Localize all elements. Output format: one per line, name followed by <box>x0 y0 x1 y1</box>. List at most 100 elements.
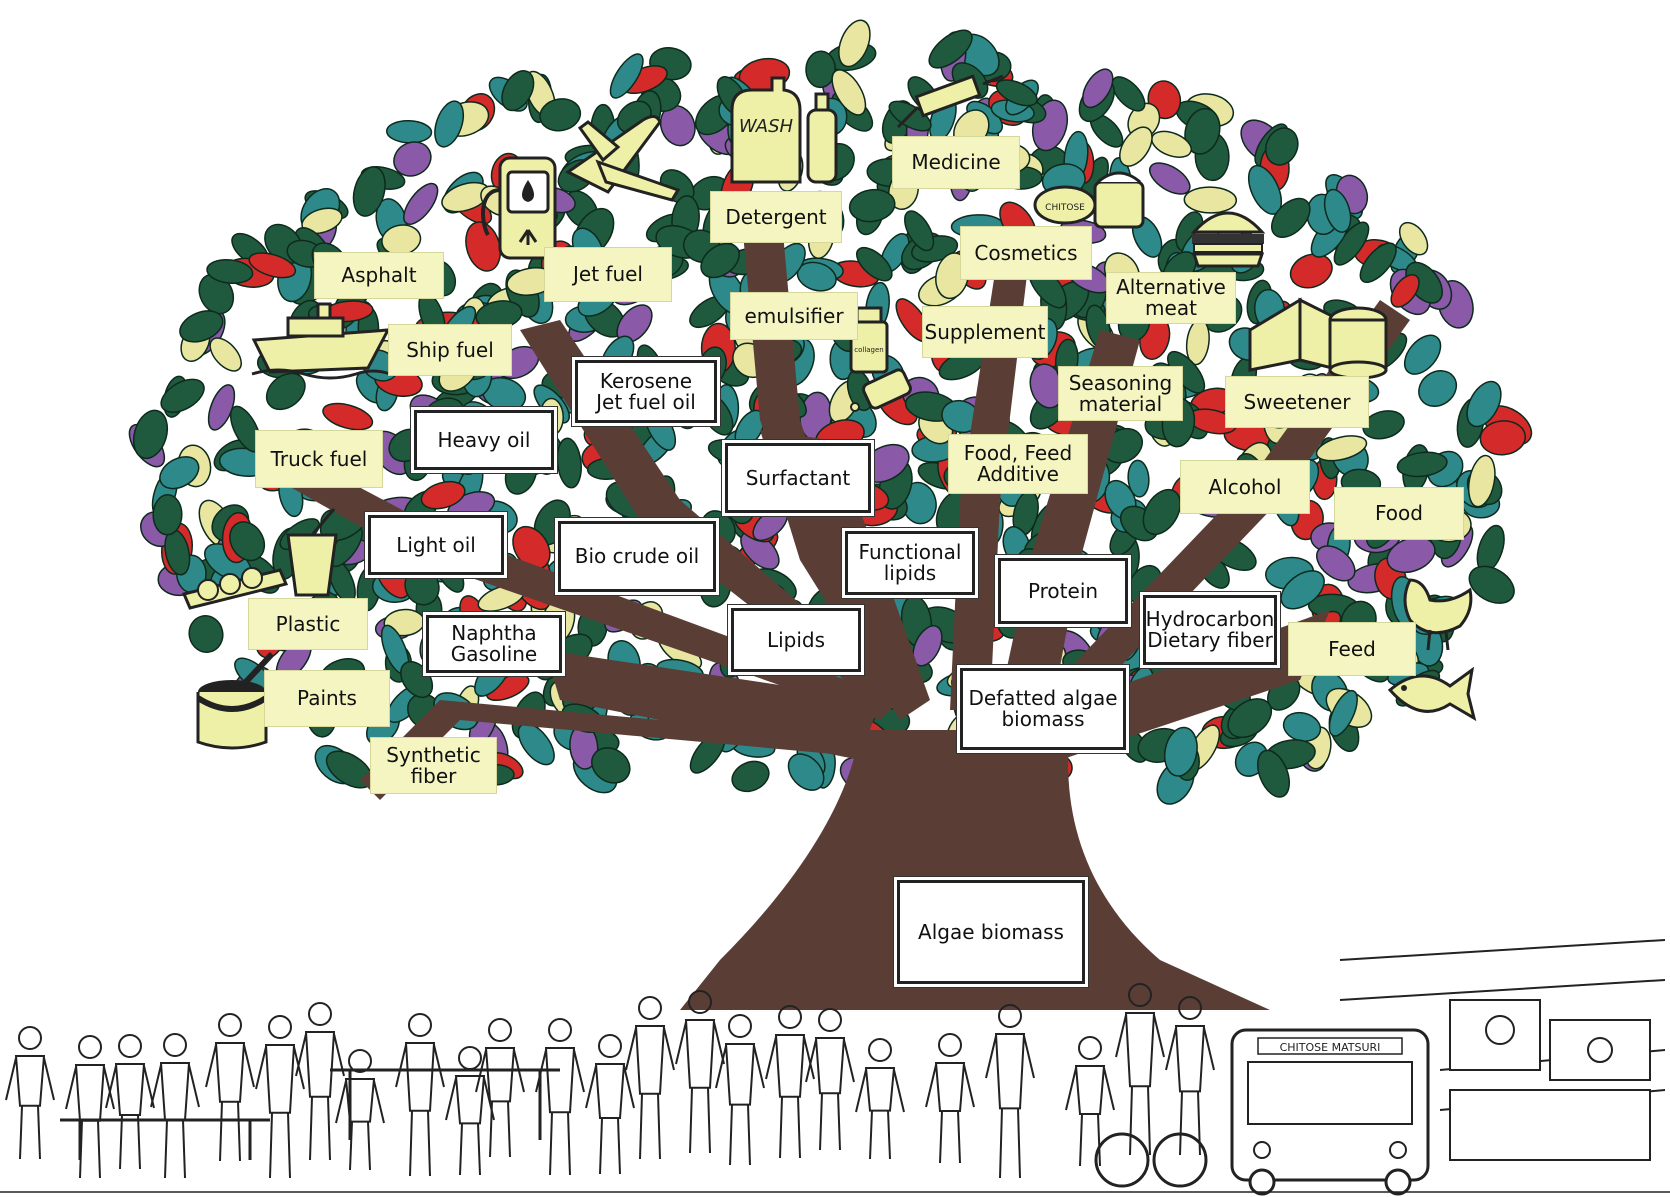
supplement-label: collagen <box>854 346 884 354</box>
label-alcohol: Alcohol <box>1180 460 1310 514</box>
burger-icon <box>1190 211 1266 268</box>
leaf <box>159 456 200 490</box>
leaf <box>1082 68 1114 109</box>
label-lipids: Lipids <box>731 608 861 672</box>
tables <box>60 1068 560 1160</box>
leaf <box>209 337 242 372</box>
supplement-bottle-icon: collagen <box>849 306 912 412</box>
bus-sign: CHITOSE MATSURI <box>1280 1041 1381 1054</box>
chicken-icon <box>1403 578 1473 651</box>
leaf <box>1119 126 1153 167</box>
leaf <box>856 246 893 282</box>
leaf <box>393 141 432 177</box>
label-truck-fuel: Truck fuel <box>255 430 383 488</box>
leaf <box>1270 197 1311 239</box>
label-ship-fuel: Ship fuel <box>388 324 512 376</box>
leaf <box>1418 370 1458 407</box>
leaf <box>731 760 770 793</box>
person-figure <box>395 1013 445 1177</box>
label-synthetic-fiber: Synthetic fiber <box>370 737 497 794</box>
person-figure <box>585 1034 635 1175</box>
leaf <box>1479 420 1527 456</box>
label-asphalt: Asphalt <box>314 252 444 299</box>
jar-label: CHITOSE <box>1045 203 1085 213</box>
leaf <box>556 437 582 489</box>
leaf <box>1315 435 1368 462</box>
leaf <box>1323 188 1352 233</box>
leaf <box>1359 242 1397 283</box>
leaf <box>403 182 439 225</box>
bicycle <box>1094 1132 1208 1188</box>
leaf <box>904 210 935 252</box>
detergent-bottle-icon: WASH <box>730 76 838 184</box>
airplane-icon <box>565 115 681 202</box>
leaf <box>265 372 306 411</box>
leaf <box>591 747 631 784</box>
person-figure <box>985 1004 1035 1179</box>
leaf <box>805 50 836 89</box>
label-heavy-oil: Heavy oil <box>414 410 554 470</box>
leaf <box>928 29 973 69</box>
leaf <box>700 242 740 279</box>
label-sweetener: Sweetener <box>1225 376 1369 428</box>
factory-illustration <box>1339 939 1666 1161</box>
label-paints: Paints <box>264 670 390 727</box>
leaf <box>229 521 266 562</box>
leaf <box>1390 274 1420 308</box>
person-figure <box>765 1005 815 1159</box>
person-figure <box>675 990 725 1154</box>
person-figure <box>335 1049 385 1171</box>
leaf <box>152 494 183 536</box>
bus-illustration: CHITOSE MATSURI <box>1230 1028 1430 1196</box>
crowd-illustration <box>5 983 1215 1188</box>
person-figure <box>1165 996 1215 1156</box>
leaf <box>1142 488 1181 536</box>
label-protein: Protein <box>998 558 1128 624</box>
leaf <box>160 378 205 414</box>
food-tray-icon <box>181 567 289 610</box>
syringe-icon <box>896 74 1004 129</box>
leaf <box>1184 107 1221 155</box>
leaf <box>1264 127 1299 166</box>
leaf <box>1468 565 1515 604</box>
label-light-oil: Light oil <box>368 515 504 575</box>
label-food: Food <box>1334 487 1464 540</box>
person-figure <box>855 1038 905 1160</box>
leaf <box>609 53 644 99</box>
leaf <box>198 273 235 315</box>
person-figure <box>625 996 675 1160</box>
leaf <box>1289 253 1333 289</box>
leaf <box>1466 380 1502 428</box>
person-figure <box>205 1013 255 1162</box>
leaf <box>1163 726 1198 777</box>
label-hydrocarbon-dietary-fiber: Hydrocarbon Dietary fiber <box>1143 595 1277 665</box>
leaf <box>1403 334 1442 375</box>
person-figure <box>715 1014 765 1166</box>
label-emulsifier: emulsifier <box>730 292 858 340</box>
leaf <box>322 402 374 431</box>
label-supplement: Supplement <box>922 306 1048 358</box>
leaf <box>1227 698 1273 739</box>
leaf <box>206 258 254 285</box>
leaf <box>1149 162 1191 195</box>
label-bio-crude-oil: Bio crude oil <box>558 521 716 592</box>
fuel-pump-icon <box>481 156 557 260</box>
leaf <box>434 100 465 148</box>
leaf <box>912 625 943 667</box>
person-figure <box>5 1026 55 1160</box>
leaf <box>1396 451 1448 478</box>
leaf <box>352 166 386 217</box>
leaf <box>132 409 169 460</box>
paint-can-icon <box>196 651 275 750</box>
leaf <box>420 480 466 510</box>
label-food-feed-additive: Food, Feed Additive <box>948 434 1088 494</box>
person-figure <box>535 1018 585 1176</box>
ship-icon <box>251 302 391 380</box>
leaf <box>1467 454 1496 508</box>
person-figure <box>925 1033 975 1164</box>
label-naphtha-gasoline: Naphtha Gasoline <box>426 615 562 673</box>
leaf <box>1127 459 1150 498</box>
label-jet-fuel: Jet fuel <box>544 247 672 302</box>
leaf <box>1315 545 1356 582</box>
